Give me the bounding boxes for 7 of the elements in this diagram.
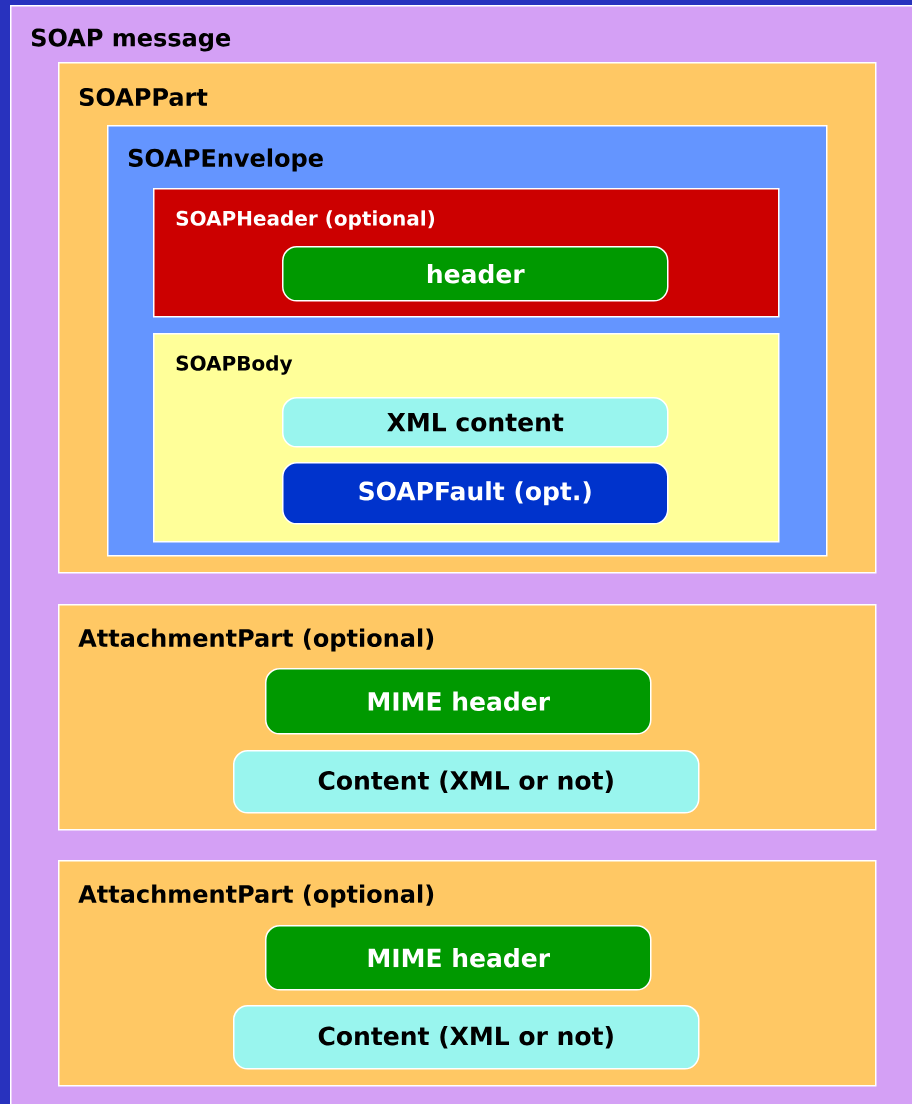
rounded-box: XML content — [282, 397, 669, 448]
rounded-box: MIME header — [265, 925, 652, 991]
rounded-box: header — [282, 246, 669, 302]
rounded-box: MIME header — [265, 668, 652, 735]
rounded-box: SOAPFault (opt.) — [282, 462, 669, 525]
rounded-box: Content (XML or not) — [233, 750, 700, 814]
rounded-box: Content (XML or not) — [233, 1005, 700, 1070]
